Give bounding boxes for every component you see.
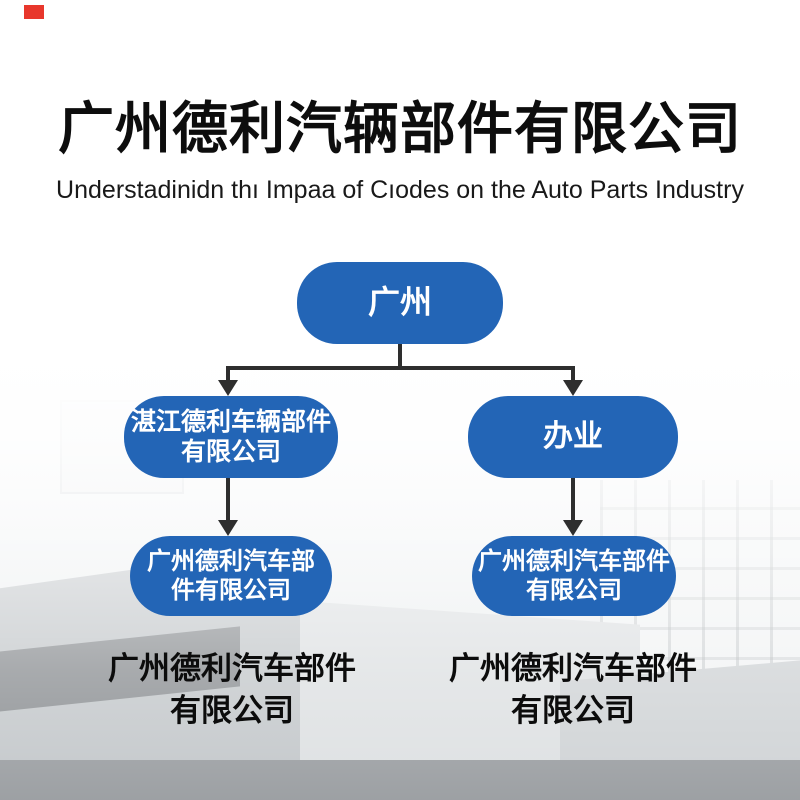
footer-label-line: 广州德利汽车部件	[108, 651, 356, 686]
footer-label-right: 广州德利汽车部件 有限公司	[418, 648, 728, 732]
org-node-label-line: 有限公司	[526, 577, 622, 604]
org-node-label-line: 件有限公司	[171, 577, 291, 604]
connector-right-vertical	[571, 478, 575, 522]
connector-right-stub	[571, 366, 575, 382]
footer-label-line: 有限公司	[170, 692, 294, 728]
footer-label-line: 有限公司	[511, 692, 635, 728]
connector-left-stub	[226, 366, 230, 382]
page-subtitle: Understadinidn thı Impaa of Cıodes on th…	[56, 176, 744, 204]
org-node-label-line: 有限公司	[180, 438, 281, 466]
org-node-label-line: 广州德利汽车部	[147, 547, 315, 575]
connector-left-vertical	[226, 478, 230, 522]
org-node-level3-left: 广州德利汽车部 件有限公司	[130, 536, 332, 616]
arrowhead-to-left-level2	[218, 380, 238, 396]
footer-label-line: 广州德利汽车部件	[449, 651, 697, 686]
footer-label-left: 广州德利汽车部件 有限公司	[77, 648, 387, 732]
red-mark	[24, 5, 44, 19]
org-node-root-label: 广州	[367, 284, 432, 321]
org-node-label-line: 湛江德利车辆部件	[130, 407, 331, 436]
org-node-level2-left: 湛江德利车辆部件 有限公司	[124, 396, 338, 478]
page-title: 广州德利汽辆部件有限公司	[58, 97, 742, 160]
arrowhead-to-right-level2	[563, 380, 583, 396]
org-node-root: 广州	[297, 262, 503, 344]
org-node-level2-right: 办业	[468, 396, 678, 478]
org-node-level3-right: 广州德利汽车部件 有限公司	[472, 536, 676, 616]
connector-horizontal	[226, 366, 575, 370]
arrowhead-to-right-level3	[563, 520, 583, 536]
org-node-label-line: 广州德利汽车部件	[478, 547, 670, 575]
connector-root-vertical	[398, 344, 402, 369]
arrowhead-to-left-level3	[218, 520, 238, 536]
org-node-label-line: 办业	[543, 419, 603, 453]
